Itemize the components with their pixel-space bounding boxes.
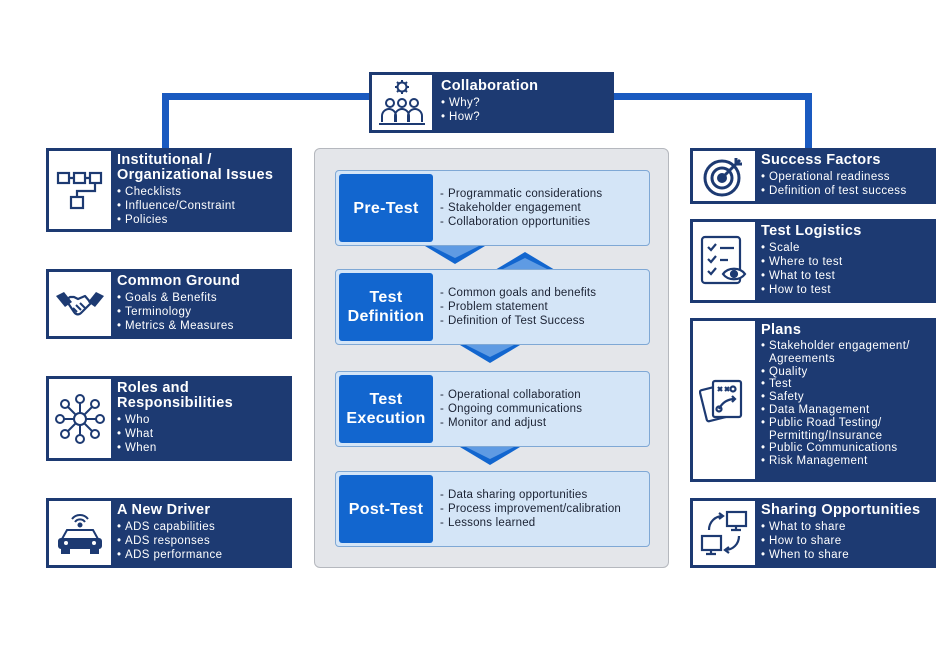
handshake-icon: [49, 272, 111, 336]
card-sharing-opportunities: Sharing Opportunities What to share How …: [690, 498, 936, 568]
connector-line-left: [162, 93, 169, 149]
phase-test-definition: Test Definition Common goals and benefit…: [335, 269, 650, 345]
collaboration-item: How?: [441, 110, 610, 124]
card-item: Risk Management: [761, 455, 932, 468]
collaboration-title: Collaboration: [441, 78, 539, 94]
network-icon: [49, 379, 111, 458]
phase-item: Monitor and adjust: [440, 416, 582, 430]
card-test-logistics: Test Logistics Scale Where to test What …: [690, 219, 936, 303]
card-title: Roles and Responsibilities: [117, 380, 233, 411]
checklist-eye-icon: [693, 222, 755, 300]
phase-item: Lessons learned: [440, 516, 621, 530]
card-item: Who: [117, 413, 288, 427]
card-title: A New Driver: [117, 502, 211, 518]
card-item: Quality: [761, 366, 932, 379]
phase-item: Definition of Test Success: [440, 314, 596, 328]
card-item: ADS performance: [117, 548, 288, 562]
phase-label: Test Definition: [339, 273, 433, 341]
card-item: ADS responses: [117, 534, 288, 548]
card-a-new-driver: A New Driver ADS capabilities ADS respon…: [46, 498, 292, 568]
flowchart-icon: [49, 151, 111, 229]
phase-item: Collaboration opportunities: [440, 215, 602, 229]
card-item: Scale: [761, 241, 932, 255]
card-item: Policies: [117, 213, 288, 227]
card-roles-and-responsibilities: Roles and Responsibilities Who What When: [46, 376, 292, 461]
card-item: Where to test: [761, 255, 932, 269]
chevron-down-icon: [425, 246, 485, 264]
phase-item: Ongoing communications: [440, 402, 582, 416]
chevron-up-icon: [495, 252, 555, 270]
card-item: ADS capabilities: [117, 520, 288, 534]
phase-item: Problem statement: [440, 300, 596, 314]
card-title: Plans: [761, 322, 802, 338]
card-item: Definition of test success: [761, 184, 932, 198]
card-title: Success Factors: [761, 152, 881, 168]
card-item: When: [117, 441, 288, 455]
card-title: Institutional / Organizational Issues: [117, 152, 274, 183]
card-item: Data Management: [761, 404, 932, 417]
card-title: Test Logistics: [761, 223, 862, 239]
card-item: Public Road Testing/ Permitting/Insuranc…: [761, 417, 932, 443]
collaboration-box: Collaboration Why? How?: [369, 72, 614, 133]
card-item: Checklists: [117, 185, 288, 199]
card-title: Common Ground: [117, 273, 241, 289]
phase-test-execution: Test Execution Operational collaboration…: [335, 371, 650, 447]
phase-post-test: Post-Test Data sharing opportunities Pro…: [335, 471, 650, 547]
card-item: How to test: [761, 283, 932, 297]
card-item: Metrics & Measures: [117, 319, 288, 333]
card-item: Stakeholder engagement/ Agreements: [761, 340, 932, 366]
card-item: Public Communications: [761, 442, 932, 455]
playbook-icon: [693, 321, 755, 479]
card-item: Safety: [761, 391, 932, 404]
phase-label: Test Execution: [339, 375, 433, 443]
collaboration-item: Why?: [441, 96, 610, 110]
chevron-down-icon: [460, 447, 520, 465]
target-icon: [693, 151, 755, 201]
card-item: How to share: [761, 534, 932, 548]
phase-item: Process improvement/calibration: [440, 502, 621, 516]
phase-pre-test: Pre-Test Programmatic considerations Sta…: [335, 170, 650, 246]
card-item: Test: [761, 378, 932, 391]
autonomous-car-icon: [49, 501, 111, 565]
connector-line-right: [805, 93, 812, 149]
phase-item: Data sharing opportunities: [440, 488, 621, 502]
card-item: Terminology: [117, 305, 288, 319]
card-institutional-organizational-issues: Institutional / Organizational Issues Ch…: [46, 148, 292, 232]
card-common-ground: Common Ground Goals & Benefits Terminolo…: [46, 269, 292, 339]
card-item: Operational readiness: [761, 170, 932, 184]
phase-item: Stakeholder engagement: [440, 201, 602, 215]
phase-label: Pre-Test: [339, 174, 433, 242]
card-success-factors: Success Factors Operational readiness De…: [690, 148, 936, 204]
card-item: What: [117, 427, 288, 441]
card-plans: Plans Stakeholder engagement/ Agreements…: [690, 318, 936, 482]
phase-item: Operational collaboration: [440, 388, 582, 402]
monitor-sync-icon: [693, 501, 755, 565]
team-collaboration-icon: [372, 75, 432, 130]
card-item: What to share: [761, 520, 932, 534]
card-item: When to share: [761, 548, 932, 562]
card-item: Goals & Benefits: [117, 291, 288, 305]
card-title: Sharing Opportunities: [761, 502, 921, 518]
phase-item: Common goals and benefits: [440, 286, 596, 300]
phase-item: Programmatic considerations: [440, 187, 602, 201]
card-item: What to test: [761, 269, 932, 283]
chevron-down-icon: [460, 345, 520, 363]
phase-label: Post-Test: [339, 475, 433, 543]
card-item: Influence/Constraint: [117, 199, 288, 213]
